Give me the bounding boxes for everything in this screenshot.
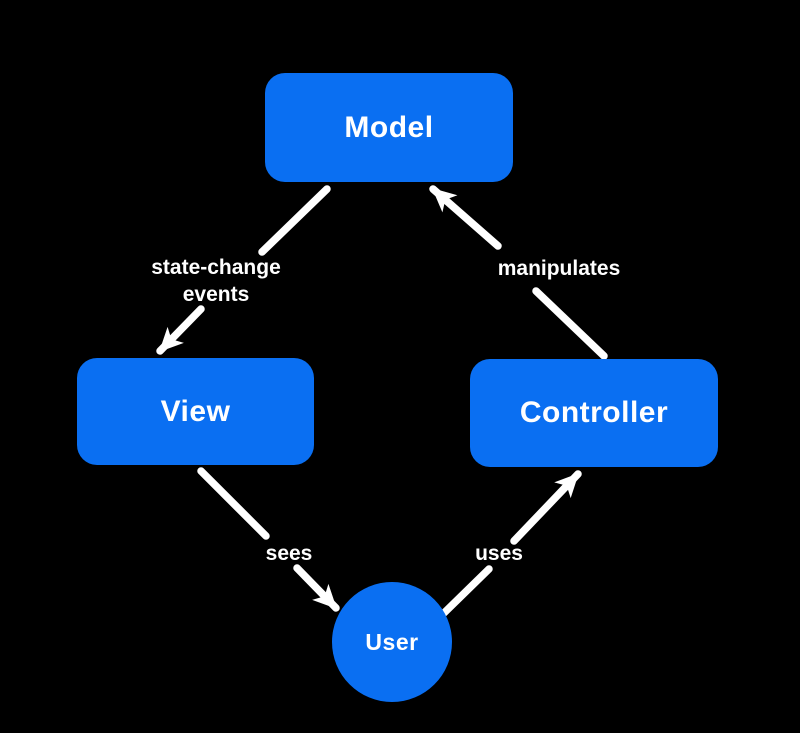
edge-label-state-change-line1: state-change xyxy=(151,256,281,279)
edge-label-uses: uses xyxy=(475,542,523,565)
edge-controller-to-model-lower xyxy=(532,287,608,360)
edge-view-to-user-arrow xyxy=(293,564,340,612)
edge-label-sees: sees xyxy=(265,542,313,565)
edge-user-to-controller-lower xyxy=(440,565,493,617)
model-node: Model xyxy=(265,73,513,182)
edge-label-manipulates: manipulates xyxy=(497,257,621,280)
user-node-label: User xyxy=(365,628,419,655)
view-node: View xyxy=(77,358,314,465)
controller-node: Controller xyxy=(470,359,718,467)
edge-user-to-controller-arrow xyxy=(510,470,582,545)
edge-label-state-change-events: state-change events xyxy=(116,254,316,308)
model-node-label: Model xyxy=(344,110,434,144)
edge-view-to-user-upper xyxy=(197,467,270,540)
edge-model-to-view-arrow xyxy=(156,305,205,355)
edge-label-state-change-line2: events xyxy=(182,283,250,306)
controller-node-label: Controller xyxy=(519,396,669,429)
user-node: User xyxy=(332,582,452,702)
edge-controller-to-model-arrow xyxy=(429,185,502,250)
view-node-label: View xyxy=(160,394,231,428)
edge-model-to-view-upper xyxy=(258,185,331,256)
